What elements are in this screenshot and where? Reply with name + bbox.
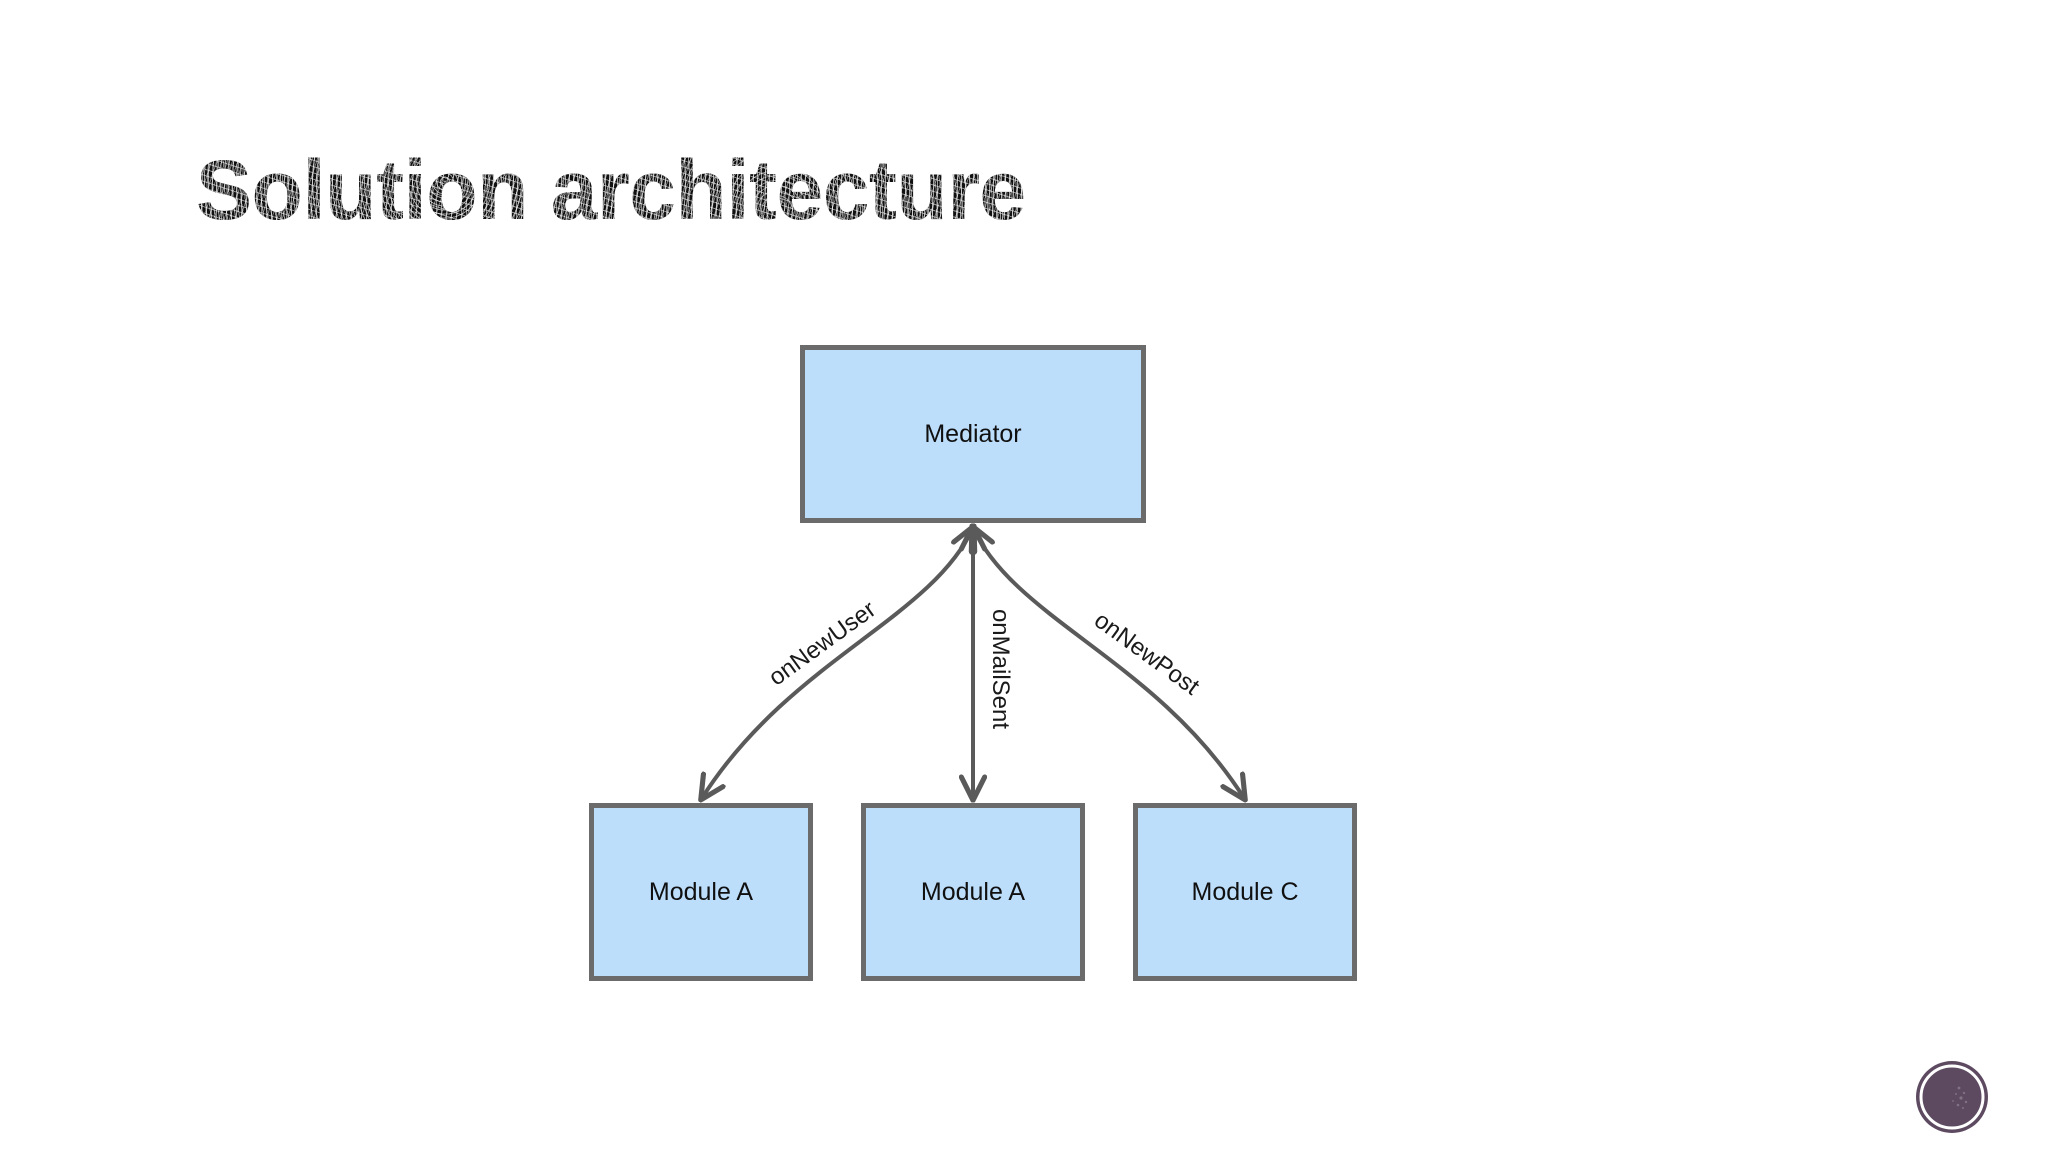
node-module-a-1[interactable]: Module A xyxy=(589,803,813,981)
node-module-a-2[interactable]: Module A xyxy=(861,803,1085,981)
node-module-a-1-label: Module A xyxy=(648,877,754,906)
node-module-a-2-label: Module A xyxy=(920,877,1026,906)
node-mediator[interactable]: Mediator xyxy=(800,345,1146,523)
edge-on-new-post[interactable] xyxy=(973,528,1244,798)
node-module-c-label: Module C xyxy=(1191,877,1299,906)
node-mediator-label: Mediator xyxy=(924,419,1022,448)
page-title: Solution architecture xyxy=(196,143,1026,237)
node-module-c[interactable]: Module C xyxy=(1133,803,1357,981)
edge-label-on-mail-sent: onMailSent xyxy=(987,608,1015,730)
brand-logo-icon xyxy=(1916,1061,1988,1133)
edge-on-new-user[interactable] xyxy=(702,528,973,798)
